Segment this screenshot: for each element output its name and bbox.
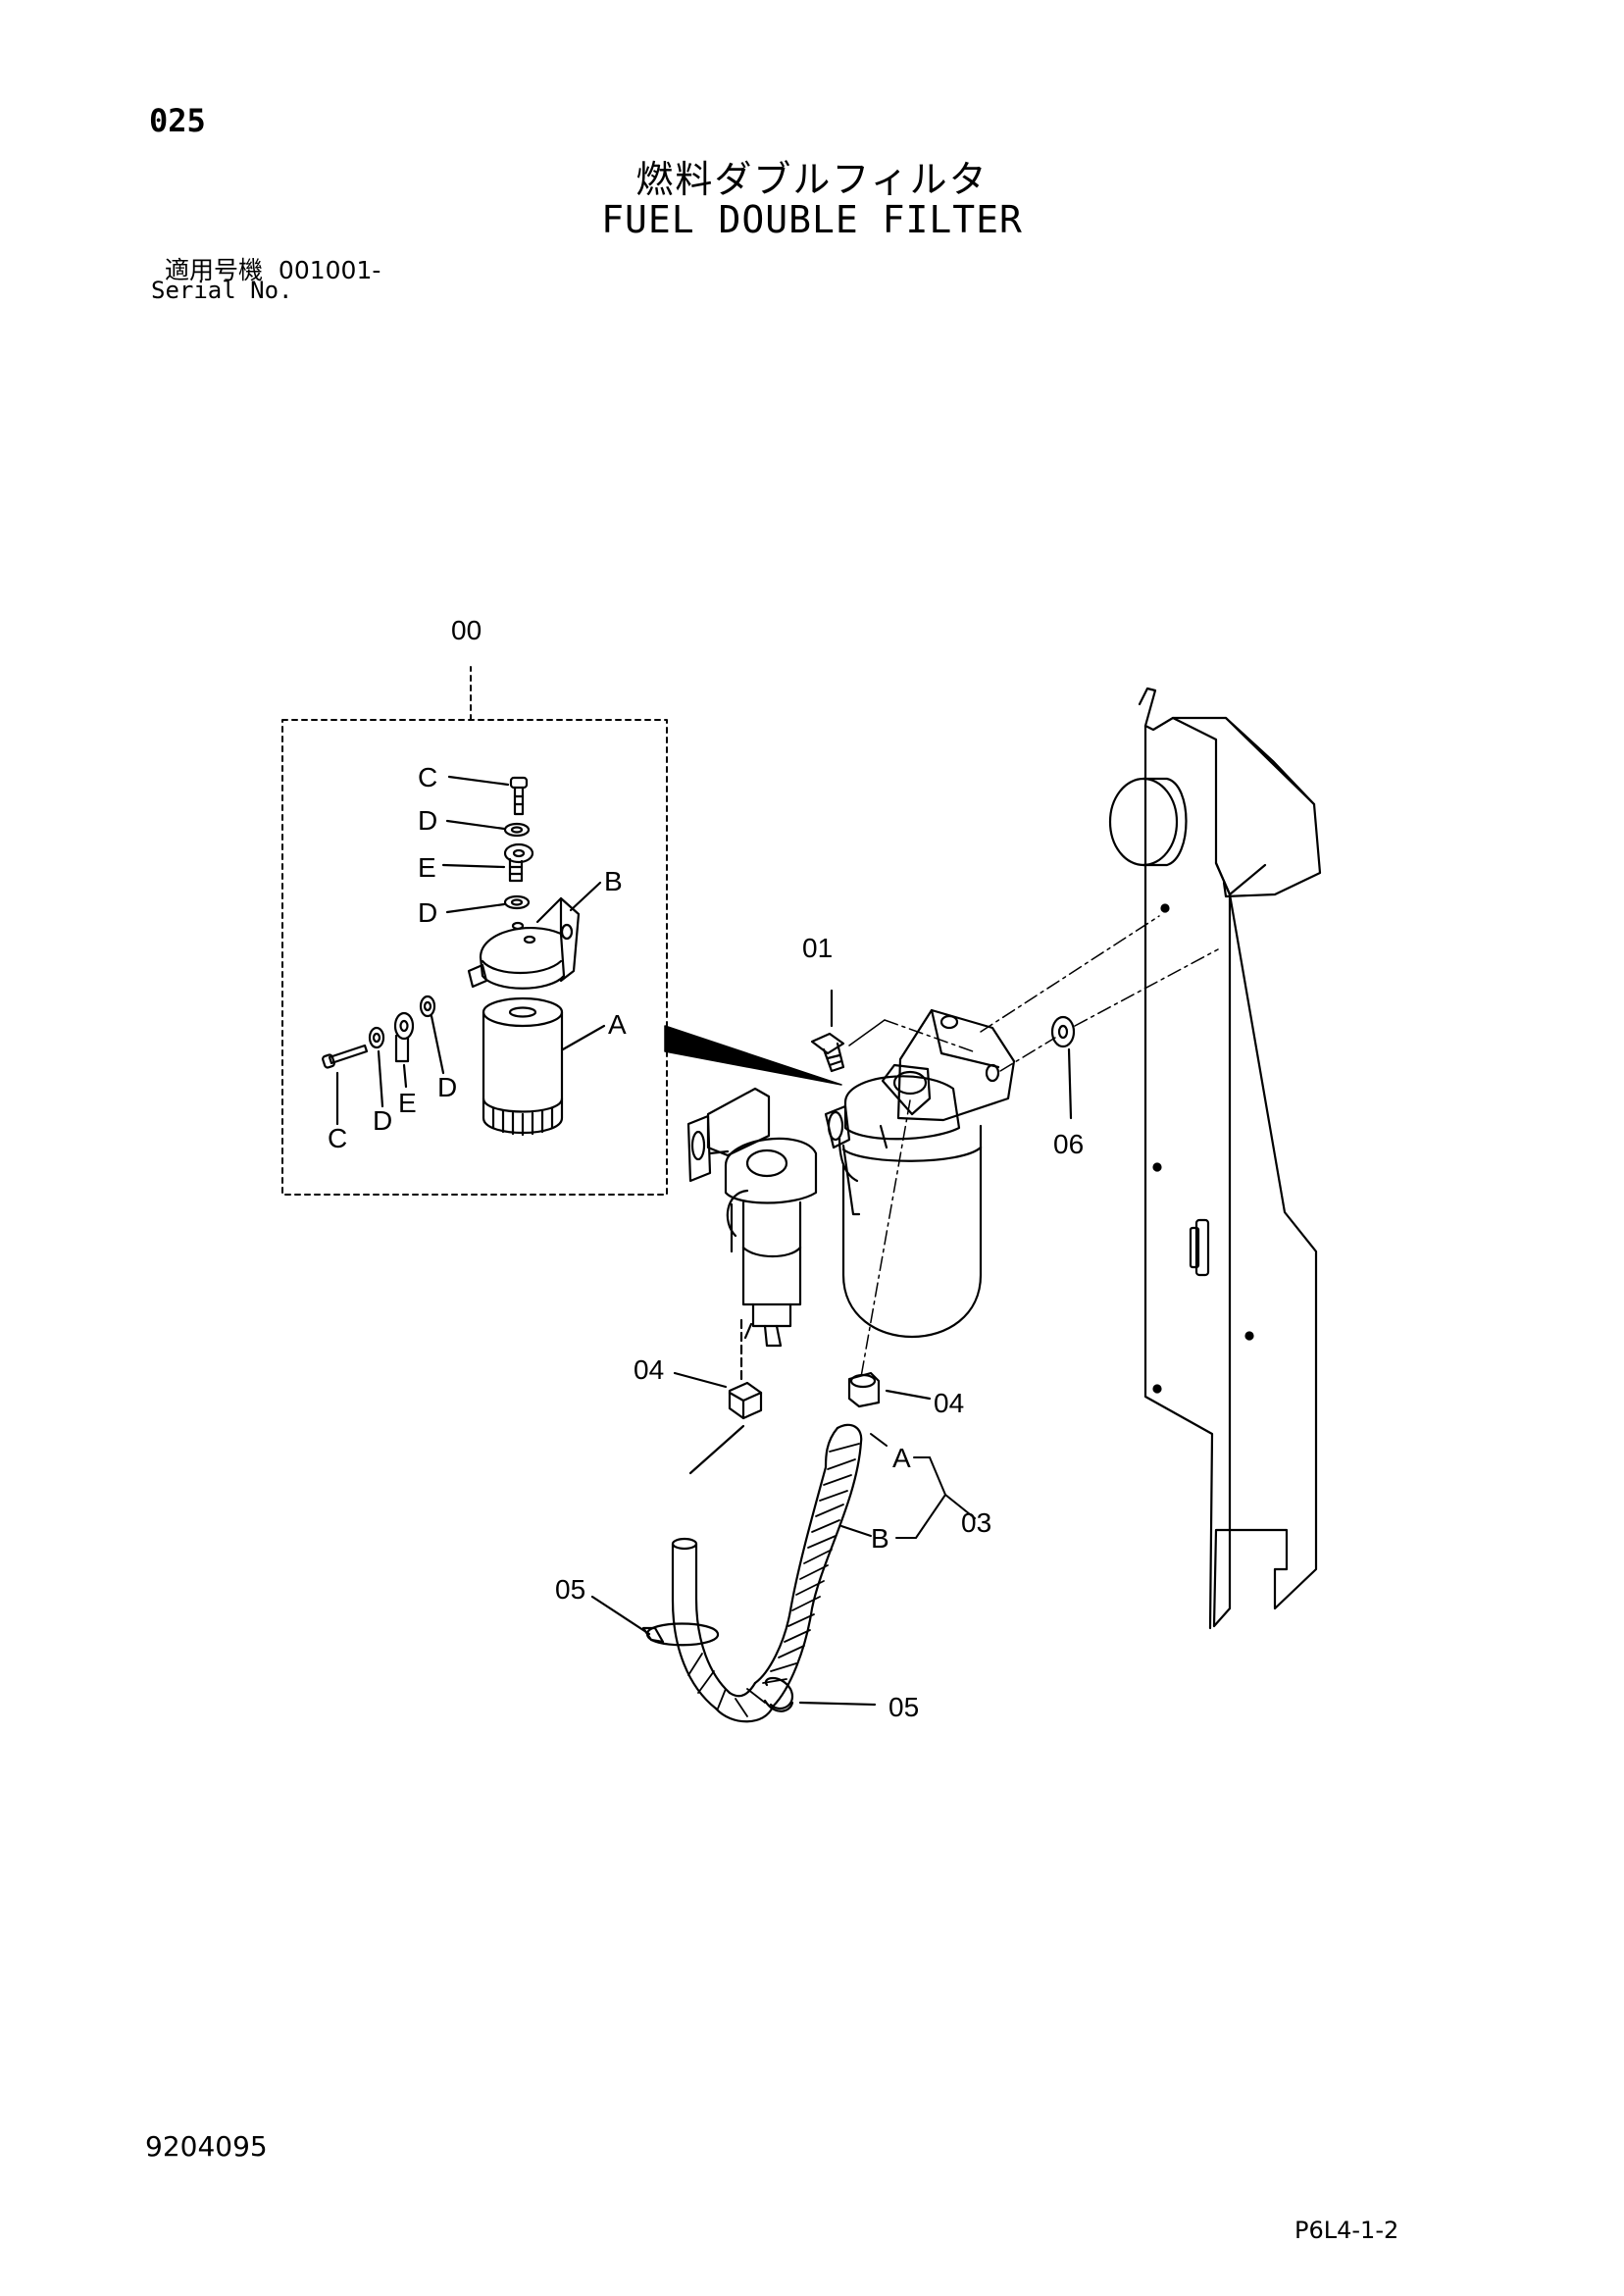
detail-washer-icon (368, 1026, 385, 1049)
detail-label-e-bottom: E (398, 1088, 417, 1118)
serial-label-japanese: 適用号機 (165, 256, 264, 284)
detail-label-e-top: E (418, 852, 436, 883)
page-title-japanese: 燃料ダブルフィルタ (635, 158, 989, 201)
detail-label-a: A (608, 1009, 627, 1040)
document-id: 9204095 (145, 2130, 268, 2163)
callout-washer: 06 (1053, 1129, 1084, 1159)
detail-filter-head-icon (467, 896, 581, 990)
detail-label-c-bottom: C (328, 1123, 347, 1153)
page-number: 025 (149, 102, 206, 139)
water-separator-icon (686, 1087, 818, 1348)
detail-label-d-top: D (418, 805, 437, 836)
alignment-lines (848, 915, 1219, 1378)
hose-clamp-icon (641, 1622, 720, 1647)
fuel-hose-icon (671, 1423, 863, 1723)
detail-bolt-icon (509, 776, 529, 816)
hex-nut-icon (847, 1371, 881, 1408)
detail-label-d-mid: D (418, 897, 437, 928)
right-filter-body-icon (824, 1063, 983, 1339)
serial-applicability: 適用号機 001001- (165, 251, 381, 286)
detail-label-c-top: C (418, 762, 437, 792)
callout-nut-right: 04 (934, 1388, 964, 1418)
detail-bolt-icon (322, 1044, 369, 1069)
detail-filter-element-icon (482, 996, 564, 1137)
serial-label-english: Serial No. (151, 277, 293, 304)
callout-nut-left: 04 (634, 1354, 664, 1385)
detail-washer-icon (419, 995, 436, 1018)
hex-nut-icon (728, 1381, 763, 1420)
mounting-bolt-icon (810, 1032, 845, 1073)
page-reference: P6L4-1-2 (1294, 2217, 1399, 2244)
callout-hose-part-b: B (871, 1523, 889, 1554)
detail-pointer-icon (664, 1025, 842, 1086)
detail-washer-icon (503, 894, 531, 910)
detail-eye-fitting-icon (393, 1011, 415, 1063)
hose-leaders (840, 1433, 976, 1539)
detail-label-b: B (604, 866, 623, 896)
detail-washer-icon (503, 822, 531, 838)
callout-assembly: 00 (451, 615, 482, 645)
page-title-english: FUEL DOUBLE FILTER (601, 198, 1023, 241)
washer-icon (1050, 1015, 1076, 1048)
hose-clamp-icon (763, 1676, 794, 1712)
callout-hose-part-a: A (892, 1443, 911, 1473)
detail-eye-fitting-icon (503, 842, 534, 883)
detail-box (281, 666, 668, 1196)
serial-value: 001001- (278, 256, 381, 284)
mounting-panel-icon (1108, 687, 1322, 1630)
filter-bracket-icon (896, 1008, 1016, 1122)
detail-label-d-bottom: D (373, 1105, 392, 1136)
callout-clamp-left: 05 (555, 1574, 585, 1605)
detail-label-d-right: D (437, 1072, 457, 1102)
callout-clamp-bottom: 05 (888, 1692, 919, 1722)
callout-bolt: 01 (802, 933, 833, 963)
callout-hose: 03 (961, 1507, 991, 1538)
